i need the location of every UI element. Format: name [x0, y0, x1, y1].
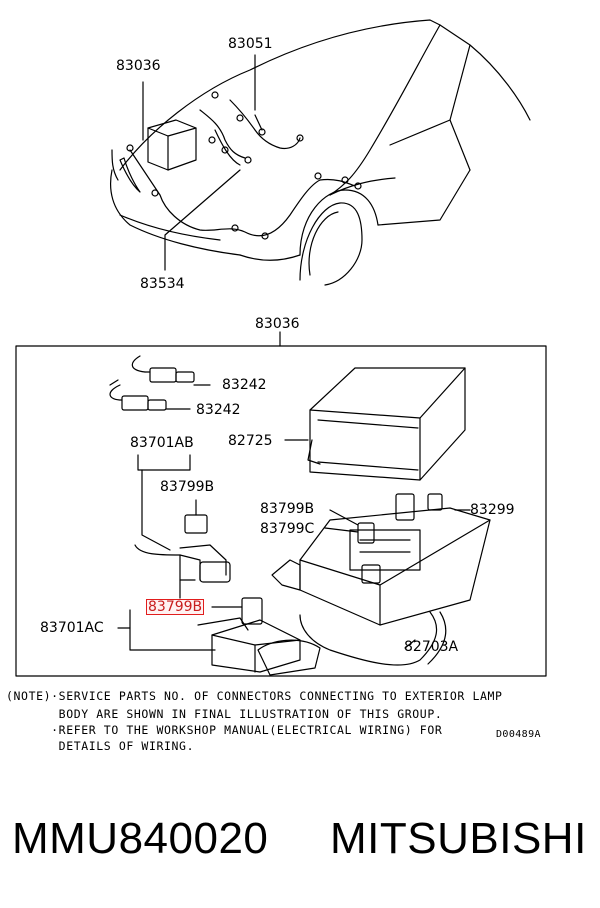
diagram-code: D00489A: [496, 729, 541, 740]
callout-83299: 83299: [470, 502, 515, 518]
car-front-illustration: [109, 19, 531, 286]
detail-title-83036: 83036: [255, 316, 300, 332]
relay-box-base-82703A: [271, 493, 491, 666]
callout-83799B-right: 83799B: [260, 501, 315, 517]
callout-82703A: 82703A: [404, 639, 459, 655]
note-line-4: DETAILS OF WIRING.: [6, 739, 195, 753]
fusible-link-assembly: [117, 454, 321, 676]
callout-83799C: 83799C: [260, 521, 315, 537]
part-number: MMU840020: [12, 814, 269, 863]
note-line-2: BODY ARE SHOWN IN FINAL ILLUSTRATION OF …: [6, 707, 443, 721]
callout-83799B-highlighted[interactable]: 83799B: [146, 599, 205, 615]
detail-frame: [15, 331, 547, 677]
callout-83036-top: 83036: [116, 58, 161, 74]
callout-83242-lower: 83242: [196, 402, 241, 418]
callout-83242-upper: 83242: [222, 377, 267, 393]
note-line-3: ·REFER TO THE WORKSHOP MANUAL(ELECTRICAL…: [6, 723, 443, 737]
callout-83534: 83534: [140, 276, 185, 292]
callout-83701AB: 83701AB: [130, 435, 194, 451]
callout-83701AC: 83701AC: [40, 620, 104, 636]
brand-name: MITSUBISHI: [330, 814, 587, 863]
callout-83799B-upper: 83799B: [160, 479, 215, 495]
connector-pair-83242: [109, 355, 211, 411]
note-line-1: (NOTE)·SERVICE PARTS NO. OF CONNECTORS C…: [6, 689, 503, 703]
callout-83051: 83051: [228, 36, 273, 52]
relay-box-cover-82725: [284, 367, 466, 481]
callout-82725: 82725: [228, 433, 273, 449]
